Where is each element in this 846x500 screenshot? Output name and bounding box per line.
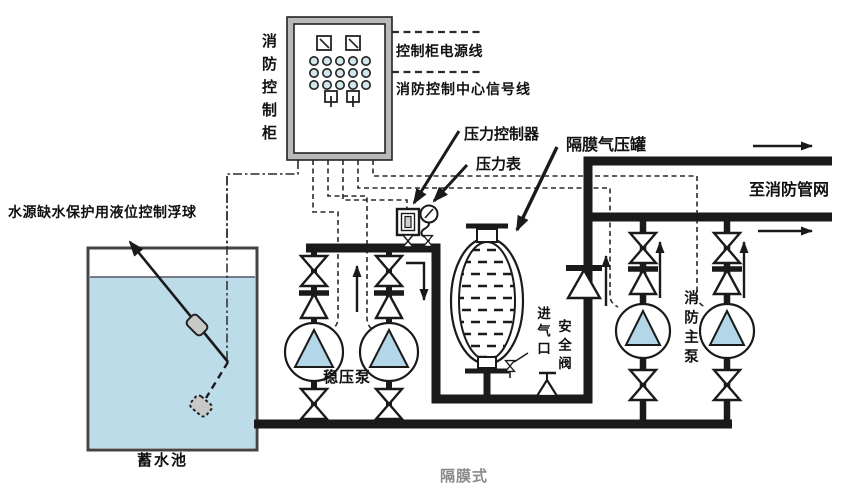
float-ball — [185, 313, 209, 337]
wire-pressure-controller — [342, 160, 408, 209]
wire-stab-pump-2 — [327, 160, 376, 332]
gate-valve-icon — [712, 231, 742, 265]
callout-arrows — [412, 130, 559, 232]
water-tank — [86, 176, 259, 452]
fire-main-pump-group-1 — [614, 231, 672, 402]
gate-valve-icon — [299, 387, 329, 421]
reservoir-label: 蓄水池 — [137, 452, 189, 469]
indicator-lights — [308, 55, 371, 91]
cabinet-label: 消防控制柜 — [260, 33, 277, 148]
pressure-controller-label: 压力控制器 — [464, 126, 540, 143]
air-inlet-valve — [504, 352, 529, 378]
tank-top-neck — [476, 228, 498, 243]
pump-icon — [614, 302, 672, 360]
signal-line-label: 消防控制中心信号线 — [396, 81, 531, 97]
pressure-gauge-device — [419, 204, 439, 248]
arrow-pressure-gauge — [432, 163, 469, 203]
arrow-diaphragm-tank — [515, 146, 559, 232]
pressure-gauge-label: 压力表 — [476, 156, 522, 173]
gate-valve-icon — [628, 231, 658, 265]
gate-valve-icon — [712, 368, 742, 402]
gate-valve-icon — [374, 387, 404, 421]
gate-valve-icon — [299, 254, 329, 288]
caption: 隔膜式 — [440, 468, 489, 485]
check-valve-icon — [374, 293, 404, 318]
float-arm — [128, 240, 230, 363]
fire-main-pump-group-2 — [698, 231, 756, 402]
tank-bottom-neck — [477, 356, 497, 369]
safety-valve-label: 安全阀 — [556, 319, 571, 375]
flow-arrows — [352, 141, 813, 312]
riser-check-valve — [565, 265, 603, 300]
tank-water — [90, 277, 255, 448]
air-inlet-label: 进气口 — [535, 306, 550, 359]
stabilizing-pump-group-1 — [283, 254, 345, 421]
tank-bladder — [458, 241, 516, 361]
wire-fire-pump-1 — [357, 160, 619, 308]
fire-main-pump-label: 消防主泵 — [682, 290, 698, 368]
suction-loop-and-top-pipe — [306, 156, 832, 404]
stabilizing-pump-group-2 — [358, 254, 420, 421]
float-ball-low-position — [189, 394, 213, 418]
switch-icons — [324, 90, 360, 107]
pump-icon — [698, 302, 756, 360]
gate-valve-icon — [628, 368, 658, 402]
meter-needle — [348, 38, 359, 49]
stabilizing-pump-label: 稳压泵 — [323, 369, 372, 386]
wire-fire-pump-2 — [372, 160, 706, 308]
arrow-pressure-controller — [412, 130, 461, 205]
check-valve-icon — [628, 269, 658, 294]
gauge-needle — [424, 208, 434, 219]
power-line-label: 控制柜电源线 — [396, 43, 483, 59]
safety-valve-device — [535, 371, 559, 398]
diaphragm-tank-label: 隔膜气压罐 — [566, 137, 647, 154]
air-inlet-pointer — [513, 352, 529, 363]
check-valve-icon — [299, 293, 329, 318]
diaphragm-pressure-tank — [449, 223, 525, 400]
flow-arrow-step-down — [406, 261, 429, 301]
float-switch-label: 水源缺水保护用液位控制浮球 — [8, 204, 197, 220]
check-valve-icon — [712, 269, 742, 294]
control-cabinet — [286, 16, 393, 161]
to-fire-network-label: 至消防管网 — [749, 182, 830, 199]
meter-needle — [319, 38, 330, 49]
pressure-controller-device — [395, 207, 421, 248]
gate-valve-icon — [374, 254, 404, 288]
